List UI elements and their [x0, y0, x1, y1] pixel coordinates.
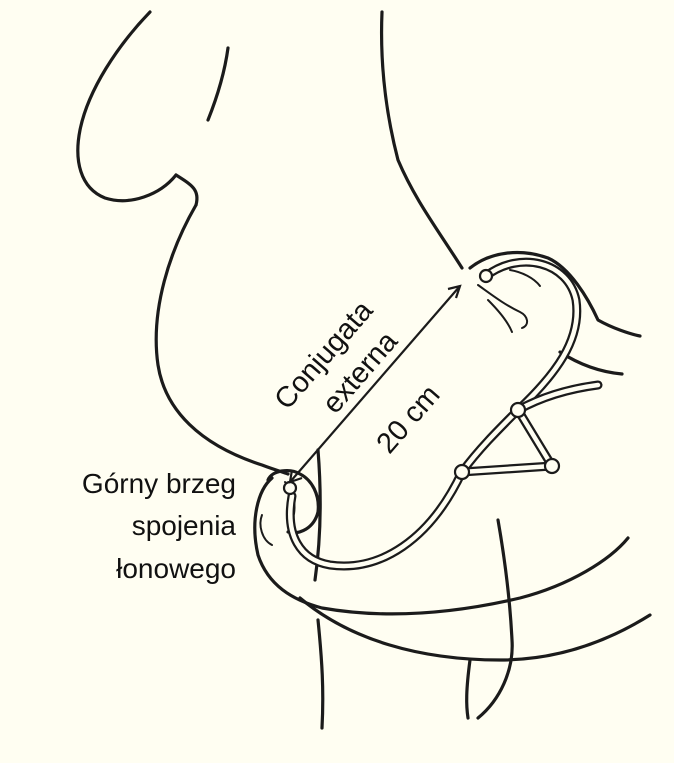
- caliper-tip-lower: [284, 482, 296, 494]
- symphysis-label-line1: Górny brzeg: [82, 470, 236, 498]
- symphysis-label-line2: spojenia: [132, 512, 236, 540]
- back-leg-line: [467, 660, 470, 718]
- forearm-outline: [255, 478, 628, 614]
- caliper-pivot-right: [545, 459, 559, 473]
- breast-outline: [78, 12, 176, 201]
- thigh-outline: [478, 520, 512, 718]
- upper-hand-finger-3: [510, 270, 540, 286]
- back-outline: [382, 12, 462, 268]
- caliper-arm-right[interactable]: [462, 262, 577, 472]
- lower-hand-knuckles: [260, 515, 272, 545]
- chest-line: [176, 175, 197, 205]
- caliper-pivot-left: [455, 465, 469, 479]
- belly-outline: [156, 205, 288, 474]
- symphysis-label-line3: łonowego: [116, 555, 236, 583]
- upper-hand-wrist: [560, 352, 622, 374]
- caliper-tip-upper: [480, 270, 492, 282]
- front-leg-line: [318, 620, 323, 728]
- upper-hand-finger-1: [478, 285, 527, 328]
- back-arm-line: [208, 48, 228, 120]
- caliper-pivot-top: [511, 403, 525, 417]
- caliper-strut-inner: [518, 410, 552, 466]
